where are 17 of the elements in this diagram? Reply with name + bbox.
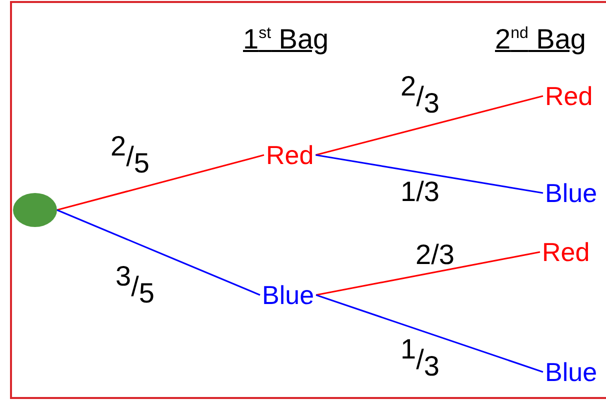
branch-line — [316, 294, 544, 373]
outcome-label: Blue — [260, 280, 316, 310]
start-node — [13, 193, 57, 227]
outcome-label: Red — [540, 237, 592, 267]
branch-line — [316, 251, 540, 296]
branch-line — [56, 154, 264, 211]
outcome-label: Blue — [543, 357, 600, 387]
outcome-label: Red — [543, 81, 595, 111]
branch-line — [56, 209, 260, 296]
column-heading: 2$^{nd}$ Bag — [495, 22, 586, 56]
outcome-label: Blue — [543, 178, 600, 208]
probability-label: 2/3 — [416, 239, 454, 271]
branch-line — [316, 154, 544, 194]
branch-line — [316, 95, 544, 156]
probability-label: 1/3 — [400, 176, 440, 208]
column-heading: 1$^{st}$ Bag — [243, 22, 329, 56]
outcome-label: Red — [264, 140, 316, 170]
